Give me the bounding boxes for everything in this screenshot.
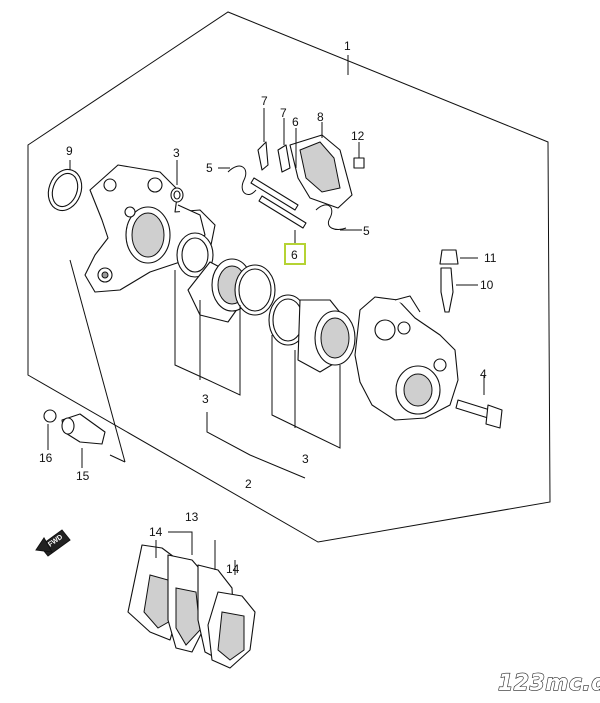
callout-7a: 7	[261, 94, 268, 108]
callout-12: 12	[351, 129, 365, 143]
group-bracket-2	[206, 412, 306, 479]
callout-7b: 7	[280, 106, 287, 120]
callout-6a: 6	[292, 115, 299, 129]
part-16-nut	[43, 409, 57, 450]
highlighted-callout-6[interactable]: 6	[284, 243, 306, 265]
part-3-washer-top	[170, 160, 184, 203]
callout-5a: 5	[206, 161, 213, 175]
callout-16: 16	[39, 451, 53, 465]
callout-4: 4	[480, 367, 487, 381]
piston-right	[268, 294, 356, 373]
callout-1: 1	[344, 39, 351, 53]
part-6-pins	[250, 128, 307, 245]
callout-14a: 14	[149, 525, 163, 539]
callout-2: 2	[245, 477, 252, 491]
callout-3a: 3	[173, 146, 180, 160]
part-10-bleeder	[440, 267, 478, 313]
group-bracket-3-right	[271, 335, 341, 449]
fwd-arrow: FWD	[35, 529, 71, 557]
callout-15: 15	[76, 469, 90, 483]
callout-9: 9	[66, 144, 73, 158]
callout-3b: 3	[202, 392, 209, 406]
group-bracket-3-left	[174, 270, 241, 396]
part-5-springs	[218, 165, 362, 231]
caliper-body	[354, 295, 459, 421]
part-8-pad-cover	[289, 122, 353, 209]
part-7-clips	[257, 108, 291, 173]
piston-left	[176, 232, 276, 323]
callout-3c: 3	[302, 452, 309, 466]
part-11-cap	[439, 249, 478, 265]
callout-8: 8	[317, 110, 324, 124]
callout-13: 13	[185, 510, 199, 524]
part-9-seal	[47, 160, 83, 212]
part-4-bolt	[455, 375, 503, 429]
part-15-pin	[61, 413, 106, 468]
callout-6b: 6	[291, 248, 298, 262]
watermark: 123mc.dk	[498, 671, 600, 696]
part-13-pads	[127, 531, 256, 669]
callout-10: 10	[480, 278, 494, 292]
callout-14b: 14	[226, 562, 240, 576]
callout-5b: 5	[363, 224, 370, 238]
assembly-outline	[27, 11, 551, 543]
part-12-plug	[353, 142, 365, 169]
callout-11: 11	[484, 251, 497, 265]
